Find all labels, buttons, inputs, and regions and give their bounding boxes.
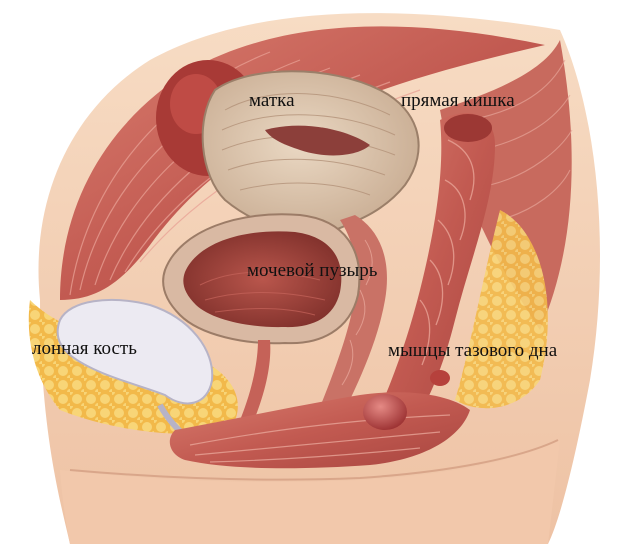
- label-bladder: мочевой пузырь: [247, 261, 377, 280]
- perineal-body: [363, 394, 407, 430]
- label-uterus: матка: [249, 91, 295, 110]
- label-rectum: прямая кишка: [401, 91, 515, 110]
- label-pelvic-floor: мышцы тазового дна: [388, 341, 557, 360]
- label-pubic-bone: лонная кость: [32, 339, 137, 358]
